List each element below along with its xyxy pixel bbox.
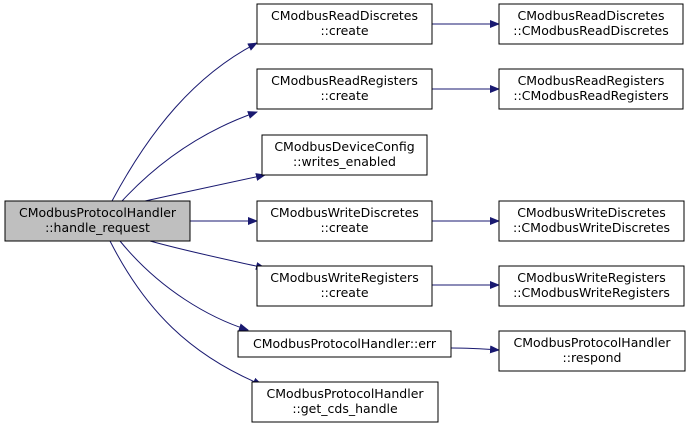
edge-root-to-read-registers-create — [121, 111, 258, 202]
node-protocol-handler-err[interactable]: CModbusProtocolHandler::err — [237, 330, 452, 358]
node-root-line2: ::handle_request — [45, 220, 150, 235]
node-write-discretes-ctor-line1: CModbusWriteDiscretes — [517, 205, 666, 220]
node-protocol-handler-get-cds-handle[interactable]: CModbusProtocolHandler ::get_cds_handle — [251, 381, 439, 423]
node-write-registers-ctor-line2: ::CModbusWriteRegisters — [513, 285, 670, 300]
node-write-discretes-ctor-line2: ::CModbusWriteDiscretes — [513, 220, 670, 235]
node-read-registers-ctor-line1: CModbusReadRegisters — [518, 73, 665, 88]
edge-root-to-protocol-handler-err — [119, 240, 249, 332]
node-write-discretes-create[interactable]: CModbusWriteDiscretes ::create — [256, 200, 433, 242]
node-write-discretes-ctor[interactable]: CModbusWriteDiscretes ::CModbusWriteDisc… — [498, 200, 685, 242]
node-write-registers-create[interactable]: CModbusWriteRegisters ::create — [256, 265, 433, 307]
node-respond-line2: ::respond — [563, 350, 622, 365]
node-write-discretes-create-line2: ::create — [320, 220, 368, 235]
node-write-registers-ctor[interactable]: CModbusWriteRegisters ::CModbusWriteRegi… — [498, 265, 685, 307]
node-read-discretes-create-line2: ::create — [320, 23, 368, 38]
node-write-discretes-create-line1: CModbusWriteDiscretes — [270, 205, 419, 220]
edge-err-to-respond — [450, 345, 500, 354]
node-read-registers-create-line1: CModbusReadRegisters — [271, 73, 418, 88]
node-protocol-handler-err-line1: CModbusProtocolHandler::err — [253, 336, 437, 351]
node-read-discretes-ctor[interactable]: CModbusReadDiscretes ::CModbusReadDiscre… — [498, 3, 684, 45]
edge-root-to-write-registers-create — [149, 240, 266, 270]
edge-root-to-protocol-handler-get-cds-handle — [109, 240, 263, 386]
node-read-registers-ctor-line2: ::CModbusReadRegisters — [513, 88, 668, 103]
node-respond-line1: CModbusProtocolHandler — [513, 335, 671, 350]
call-edges — [109, 20, 500, 386]
node-read-registers-ctor[interactable]: CModbusReadRegisters ::CModbusReadRegist… — [498, 68, 684, 110]
node-read-registers-create-line2: ::create — [320, 88, 368, 103]
node-get-cds-handle-line2: ::get_cds_handle — [292, 401, 398, 416]
node-device-config-writes-enabled-line1: CModbusDeviceConfig — [274, 139, 414, 154]
node-write-registers-create-line2: ::create — [320, 285, 368, 300]
node-root-line1: CModbusProtocolHandler — [19, 205, 177, 220]
node-protocol-handler-respond[interactable]: CModbusProtocolHandler ::respond — [498, 330, 686, 372]
node-write-registers-create-line1: CModbusWriteRegisters — [270, 270, 418, 285]
node-write-registers-ctor-line1: CModbusWriteRegisters — [517, 270, 665, 285]
edge-root-to-read-discretes-create — [111, 42, 258, 202]
node-get-cds-handle-line1: CModbusProtocolHandler — [266, 386, 424, 401]
node-root-handle-request[interactable]: CModbusProtocolHandler ::handle_request — [4, 200, 191, 242]
node-read-discretes-ctor-line2: ::CModbusReadDiscretes — [513, 23, 668, 38]
node-read-registers-create[interactable]: CModbusReadRegisters ::create — [256, 68, 433, 110]
node-device-config-writes-enabled-line2: ::writes_enabled — [293, 154, 396, 169]
node-read-discretes-create[interactable]: CModbusReadDiscretes ::create — [256, 3, 433, 45]
node-device-config-writes-enabled[interactable]: CModbusDeviceConfig ::writes_enabled — [261, 134, 428, 176]
node-read-discretes-create-line1: CModbusReadDiscretes — [271, 8, 418, 23]
node-read-discretes-ctor-line1: CModbusReadDiscretes — [517, 8, 664, 23]
edge-root-to-device-config-writes-enabled — [144, 173, 266, 202]
